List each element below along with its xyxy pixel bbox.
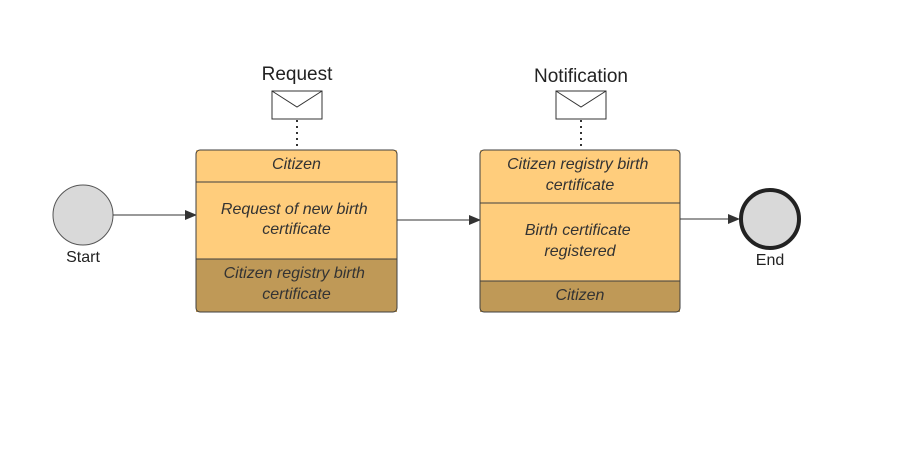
task1-bottom-band [196, 259, 397, 312]
task1-name: Request of new birth certificate [221, 201, 372, 238]
start-event-label: Start [66, 249, 100, 266]
end-event-label: End [756, 252, 784, 269]
task2-border [479, 149, 681, 313]
end-event-circle [739, 188, 801, 250]
task2-body [480, 150, 680, 281]
task1-border [195, 149, 398, 313]
task2-name: Birth certificate registered [525, 222, 635, 260]
task1-top-participant: Citizen [272, 156, 321, 173]
task1-choreography-task[interactable]: Citizen Request of new birth certificate… [195, 149, 398, 313]
task2-message-label: Notification [534, 66, 628, 87]
task2-bottom-participant: Citizen [556, 287, 605, 304]
end-event[interactable] [739, 188, 801, 250]
task2-top-participant: Citizen registry birth certificate [507, 156, 653, 194]
task1-bottom-participant: Citizen registry birth certificate [224, 265, 370, 303]
start-event-circle [52, 184, 114, 246]
start-event[interactable] [52, 184, 114, 246]
task2-bottom-band [480, 281, 680, 312]
task2-message-envelope-icon [555, 90, 607, 120]
task2-choreography-task[interactable]: Citizen registry birth certificate Birth… [479, 149, 681, 313]
task1-message-envelope-icon [271, 90, 323, 120]
task1-body [196, 150, 397, 259]
task1-message-label: Request [262, 64, 333, 85]
